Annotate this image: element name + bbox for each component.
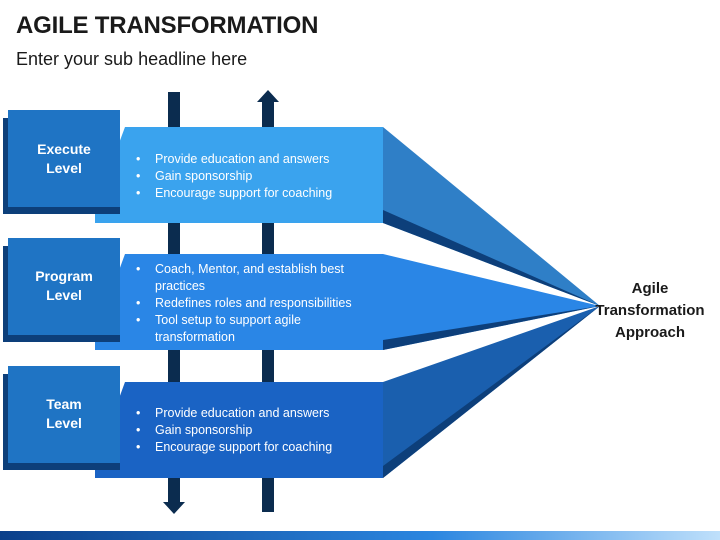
- program-level-label: Program Level: [9, 267, 119, 305]
- list-item: Provide education and answers: [129, 405, 379, 422]
- program-label-line1: Program: [35, 268, 93, 284]
- page-subtitle: Enter your sub headline here: [16, 49, 248, 69]
- execute-level-box: [3, 110, 120, 214]
- bottom-strip: [0, 531, 720, 540]
- list-item: Gain sponsorship: [129, 168, 379, 185]
- execute-bullet-list: Provide education and answers Gain spons…: [129, 151, 379, 202]
- approach-label: Agile Transformation Approach: [588, 278, 712, 344]
- program-bullet-list: Coach, Mentor, and establish best practi…: [129, 261, 367, 346]
- team-level-label: Team Level: [9, 395, 119, 433]
- program-level-box: [3, 238, 120, 342]
- execute-level-label: Execute Level: [9, 140, 119, 178]
- list-item: Encourage support for coaching: [129, 185, 379, 202]
- approach-line2: Transformation: [595, 302, 705, 319]
- list-item: Coach, Mentor, and establish best practi…: [129, 261, 367, 295]
- team-label-line1: Team: [46, 396, 82, 412]
- list-item: Provide education and answers: [129, 151, 379, 168]
- team-label-line2: Level: [46, 415, 82, 431]
- team-bullet-list: Provide education and answers Gain spons…: [129, 405, 379, 456]
- team-level-box: [3, 366, 120, 470]
- program-label-line2: Level: [46, 287, 82, 303]
- page-title: AGILE TRANSFORMATION: [16, 12, 319, 39]
- list-item: Tool setup to support agile transformati…: [129, 312, 367, 346]
- execute-label-line1: Execute: [37, 141, 91, 157]
- list-item: Redefines roles and responsibilities: [129, 295, 367, 312]
- execute-label-line2: Level: [46, 160, 82, 176]
- list-item: Encourage support for coaching: [129, 439, 379, 456]
- list-item: Gain sponsorship: [129, 422, 379, 439]
- approach-line3: Approach: [614, 324, 685, 341]
- approach-line1: Agile: [631, 280, 669, 297]
